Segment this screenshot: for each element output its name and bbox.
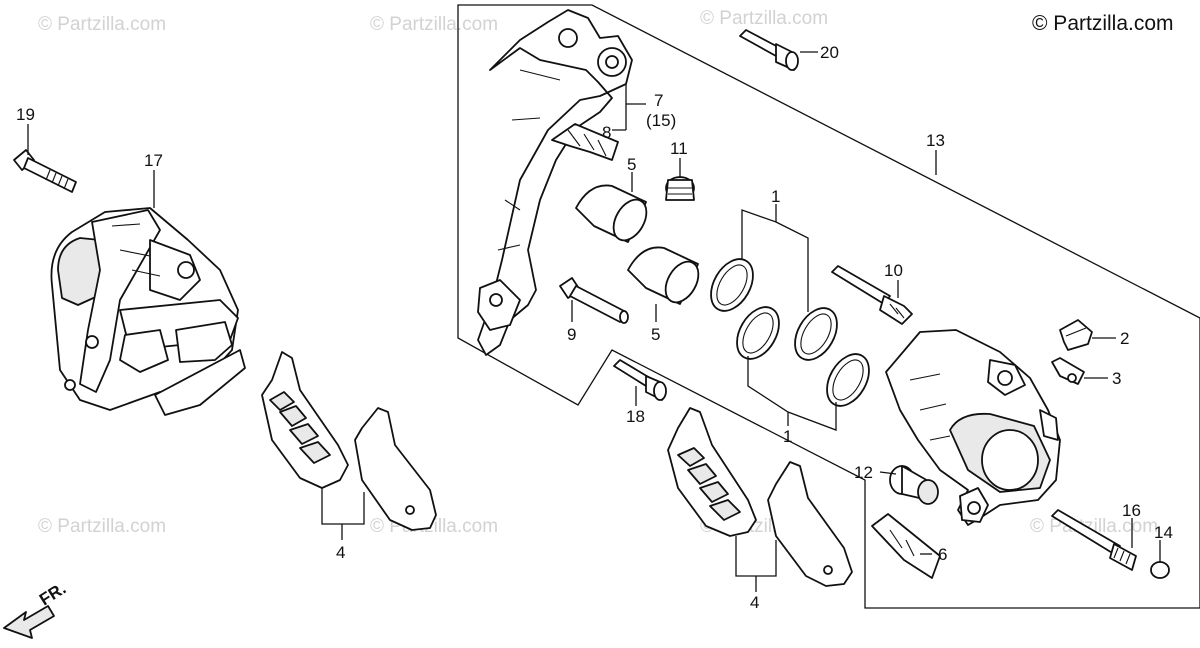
callout-11: 11 <box>670 139 688 158</box>
caliper-assembly-17 <box>50 207 246 416</box>
bolt-18 <box>613 359 667 401</box>
pin-10 <box>831 265 913 325</box>
callout-17: 17 <box>144 151 163 170</box>
brake-pad-pair-right <box>667 407 853 587</box>
callout-18: 18 <box>626 407 645 426</box>
callout-4-right: 4 <box>750 593 759 612</box>
bolt-20 <box>739 29 799 71</box>
callout-2: 2 <box>1120 329 1129 348</box>
callout-10: 10 <box>884 261 903 280</box>
bleeder-cap-3 <box>1051 357 1085 385</box>
watermark: © Partzilla.com <box>38 14 166 35</box>
watermark: © Partzilla.com <box>700 8 828 29</box>
callout-13: 13 <box>926 131 945 150</box>
callout-1-top: 1 <box>771 187 780 206</box>
callout-5-lower: 5 <box>651 325 660 344</box>
callout-14: 14 <box>1154 523 1173 542</box>
callout-19: 19 <box>16 105 35 124</box>
caliper-bracket-7 <box>477 9 633 356</box>
bleeder-valve-2 <box>1059 319 1093 351</box>
callout-20: 20 <box>820 43 839 62</box>
piston-5-upper <box>575 184 648 243</box>
pin-16 <box>1051 509 1137 571</box>
callout-4-left: 4 <box>336 543 345 562</box>
callout-3: 3 <box>1112 369 1121 388</box>
callout-9: 9 <box>567 325 576 344</box>
watermark: © Partzilla.com <box>370 14 498 35</box>
cap-14 <box>1150 561 1170 579</box>
boot-12 <box>889 465 939 505</box>
caliper-body <box>885 329 1061 526</box>
pad-spring-8 <box>551 123 619 161</box>
assembly-outline <box>457 4 1200 609</box>
leader-lines <box>27 51 1161 592</box>
copyright-text: © Partzilla.com <box>1032 12 1174 35</box>
callout-12: 12 <box>854 463 873 482</box>
piston-seals-1 <box>710 258 870 407</box>
brake-pad-pair-left <box>261 351 437 531</box>
callout-6: 6 <box>938 545 947 564</box>
callout-1-bottom: 1 <box>783 427 792 446</box>
callout-labels: 20 13 7 (15) 8 19 17 11 5 5 9 1 1 10 2 3… <box>16 43 1173 612</box>
piston-5-lower <box>627 246 700 305</box>
callout-7: 7 <box>654 91 663 110</box>
pin-9 <box>559 277 629 324</box>
callout-7-sub-15: (15) <box>646 111 676 130</box>
bolt-19 <box>13 149 77 193</box>
boot-11 <box>665 176 695 201</box>
direction-label: FR. <box>36 579 69 610</box>
pad-spring-6 <box>871 513 941 579</box>
callout-16: 16 <box>1122 501 1141 520</box>
watermark: © Partzilla.com <box>38 516 166 537</box>
front-direction-arrow: FR. <box>3 579 69 639</box>
callout-5-upper: 5 <box>627 155 636 174</box>
callout-8: 8 <box>602 123 611 142</box>
